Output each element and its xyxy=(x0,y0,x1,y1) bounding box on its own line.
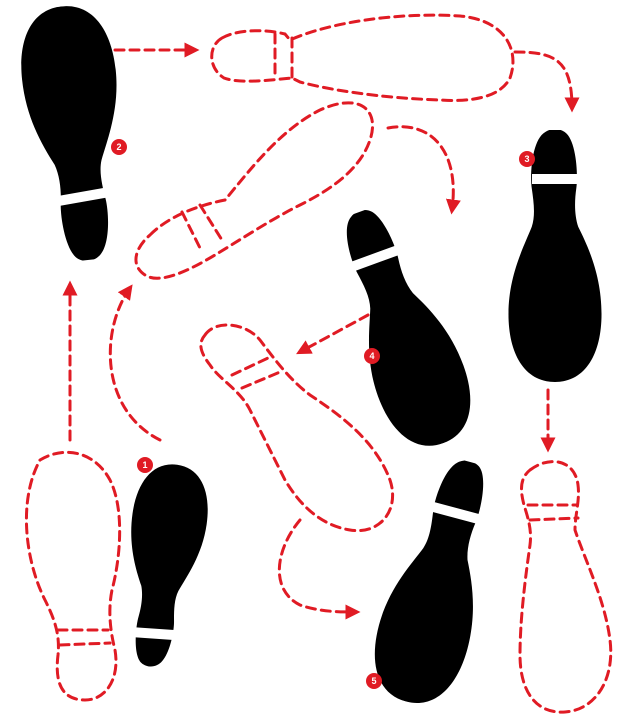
dashed-shoe-e-heel-line-2 xyxy=(530,518,578,520)
arrow-b-to-4 xyxy=(388,127,453,210)
dashed-shoe-e-contour xyxy=(520,462,611,713)
dashed-shoe-b-heel-line-1 xyxy=(182,212,200,248)
step-badge-2-label: 2 xyxy=(116,142,121,152)
dashed-shoe-c-heel-line-2 xyxy=(242,372,280,388)
arrow-4-to-c xyxy=(300,315,368,352)
step-badge-3: 3 xyxy=(519,151,535,167)
step-badge-1: 1 xyxy=(137,457,153,473)
dashed-shoe-d-heel-line-2 xyxy=(60,643,110,645)
solid-shoe-4 xyxy=(316,196,486,459)
solid-shoe-1 xyxy=(112,460,214,672)
dashed-shoe-a-contour xyxy=(212,15,513,100)
step-badge-2: 2 xyxy=(111,139,127,155)
step-badge-1-label: 1 xyxy=(142,460,147,470)
solid-shoe-3 xyxy=(508,129,601,382)
dashed-shoe-c-contour xyxy=(201,325,393,531)
arrow-1-to-b xyxy=(110,288,160,440)
dashed-shoe-d-contour xyxy=(26,452,119,700)
dashed-shoe-d xyxy=(26,452,119,700)
dashed-shoe-c-heel-line-1 xyxy=(232,358,268,375)
solid-shoe-5 xyxy=(362,449,515,713)
dashed-shoe-b xyxy=(136,103,373,278)
arrow-a-to-3 xyxy=(515,52,572,108)
dashed-shoe-b-contour xyxy=(136,103,373,278)
step-badge-3-label: 3 xyxy=(524,154,529,164)
step-badge-4: 4 xyxy=(364,348,380,364)
solid-shoe-2 xyxy=(15,1,135,265)
step-badge-4-label: 4 xyxy=(369,351,374,361)
step-badge-5-label: 5 xyxy=(371,676,376,686)
dashed-shoe-e xyxy=(520,462,611,713)
dashed-shoe-a xyxy=(212,15,513,100)
arrow-c-to-5 xyxy=(279,520,356,612)
dashed-shoe-b-heel-line-2 xyxy=(200,205,222,240)
step-badge-5: 5 xyxy=(366,673,382,689)
dashed-shoe-c xyxy=(201,325,393,531)
